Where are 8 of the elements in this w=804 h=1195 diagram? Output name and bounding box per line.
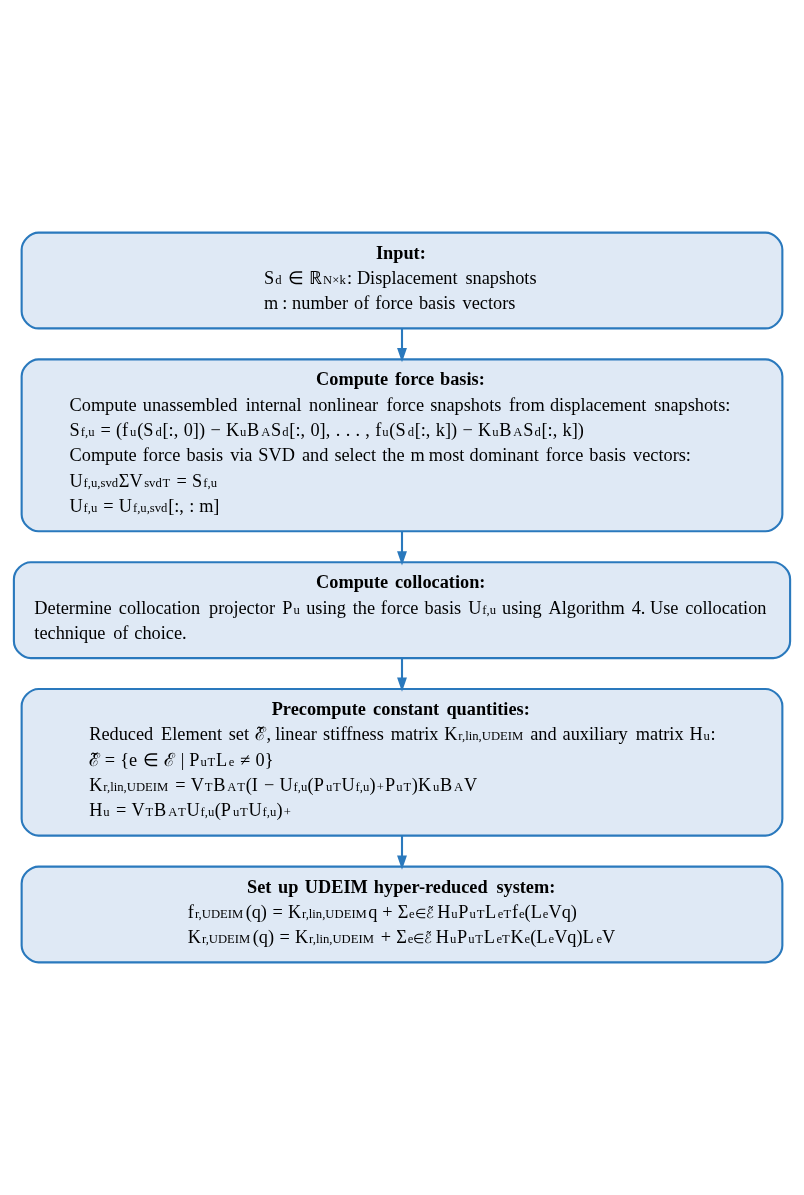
node-box: Input: Sd ∈ ℝN×k: Displacement snapshots m : number of force basis vectors [20,231,784,330]
node-box: Compute force basis: Compute unassembled internal nonlinear force snapshots from displacement snapshots: Sf,u = (fu(Sd[:, 0]) − KuBASd[:, 0], . . . , fu(Sd[:, k]) − KuBASd[:, k]) Compute force basis via SVD and select the m most dominant force basis vectors: Uf,u,svdΣVsvdT = Sf,u Uf,u = Uf,u,svd[:, : m] [20,358,784,533]
node-box: Compute collocation: Determine collocation projector Pu using the force basis Uf,u using Algorithm 4. Use collocation technique of choice. [12,561,792,660]
arrow [397,835,407,870]
node-box: Precompute constant quantities: Reduced Element set ℰ̃, linear stiffness matrix Kr,lin,UDEIM and auxiliary matrix Hu: ℰ̃ = {e ∈ ℰ | PuTLe ≠ 0} Kr,lin,UDEIM = VTBAT(I − Uf,u(PuTUf,u)+PuT)KuBAV Hu = VTBATUf,u(PuTUf,u)+ [20,688,784,837]
arrow [397,658,407,692]
arrow [397,328,407,363]
arrow [397,531,407,566]
